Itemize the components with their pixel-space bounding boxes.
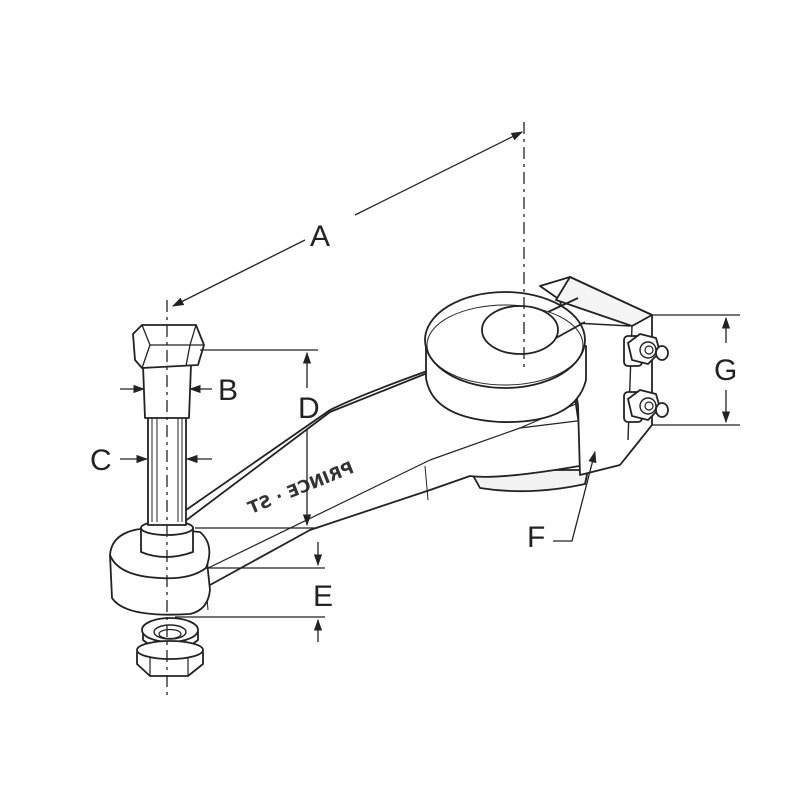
hex-head-edge-3 <box>189 324 197 346</box>
arm-ridge-line <box>199 419 586 573</box>
part-label-f: F <box>527 521 545 554</box>
arm-break-line-1 <box>424 465 429 501</box>
leader-f <box>553 450 597 542</box>
dimension-label-c: C <box>90 444 112 477</box>
dimension-label-b: B <box>218 374 238 407</box>
hex-nut <box>136 640 204 677</box>
clamp-nut-upper <box>623 333 669 367</box>
dimension-a-line-1 <box>171 239 306 307</box>
dimension-label-g: G <box>714 354 737 387</box>
dimension-a-line-2 <box>354 131 524 216</box>
hub-inner-rim <box>426 304 584 386</box>
hex-head-edge-4 <box>185 344 191 367</box>
bore-slot <box>547 297 586 339</box>
dimension-label-d: D <box>298 392 320 425</box>
hex-head <box>132 324 205 369</box>
arm-top-face <box>159 371 431 541</box>
clamp-nut-lower <box>623 389 669 423</box>
dimension-label-a: A <box>310 220 330 253</box>
hub-bore <box>481 305 559 355</box>
dimension-label-e: E <box>313 580 333 613</box>
